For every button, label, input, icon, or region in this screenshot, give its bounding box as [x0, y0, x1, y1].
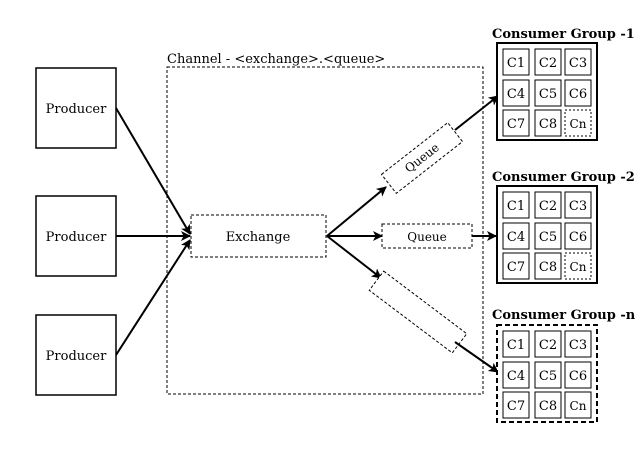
- queue-1: Queue: [380, 121, 464, 195]
- consumer-label: C3: [569, 56, 587, 71]
- consumer-group-2-title: Consumer Group -2: [492, 170, 635, 185]
- consumer-label: C8: [539, 399, 557, 414]
- consumer-label: C2: [539, 199, 557, 214]
- consumer-cell: [502, 109, 530, 137]
- consumer-cell: [534, 191, 562, 219]
- consumer-cell-dashed: [564, 252, 592, 280]
- consumer-cell: [502, 252, 530, 280]
- producer-label-3: Producer: [46, 349, 107, 364]
- consumer-cell: [564, 79, 592, 107]
- consumer-label: C8: [539, 117, 557, 132]
- consumer-label: Cn: [570, 117, 587, 131]
- consumer-cell: [564, 191, 592, 219]
- arrow-queue3-groupn: [454, 341, 499, 373]
- channel-label: Channel - <exchange>.<queue>: [167, 52, 385, 67]
- consumer-cell: [534, 252, 562, 280]
- consumer-cell: [564, 330, 592, 358]
- queue-2-label: Queue: [407, 230, 447, 244]
- arrow-queue1-group1: [454, 95, 499, 131]
- producer-box-2: [35, 195, 117, 277]
- consumer-cell: [564, 48, 592, 76]
- consumer-label: C7: [507, 260, 525, 275]
- consumer-label: C7: [507, 117, 525, 132]
- producer-label-1: Producer: [46, 102, 107, 117]
- consumer-label: C5: [539, 369, 557, 384]
- producer-label-2: Producer: [46, 230, 107, 245]
- consumer-label: C4: [507, 230, 525, 245]
- consumer-cell: [502, 48, 530, 76]
- consumer-label: C2: [539, 56, 557, 71]
- consumer-cell: [534, 109, 562, 137]
- arrow-exchange-queue1: [326, 186, 387, 237]
- consumer-cell: [564, 361, 592, 389]
- consumer-cell: [534, 391, 562, 419]
- consumer-label: C4: [507, 87, 525, 102]
- consumer-cell: [534, 361, 562, 389]
- queue-2: [381, 223, 473, 249]
- exchange-label: Exchange: [226, 230, 291, 245]
- consumer-cell: [564, 391, 592, 419]
- consumer-label: C6: [569, 87, 587, 102]
- consumer-label: C3: [569, 199, 587, 214]
- consumer-label: C3: [569, 338, 587, 353]
- consumer-cell: [534, 48, 562, 76]
- consumer-cell: [502, 191, 530, 219]
- consumer-label: C6: [569, 230, 587, 245]
- consumer-cell: [534, 222, 562, 250]
- consumer-cell: [534, 79, 562, 107]
- consumer-cell-dashed: [564, 109, 592, 137]
- consumer-label: C4: [507, 369, 525, 384]
- consumer-label: C1: [507, 338, 525, 353]
- consumer-cell: [502, 361, 530, 389]
- consumer-label: C1: [507, 199, 525, 214]
- consumer-label: C2: [539, 338, 557, 353]
- consumer-label: C5: [539, 230, 557, 245]
- consumer-cell: [534, 330, 562, 358]
- exchange-box: [190, 214, 327, 258]
- queue-3: [368, 270, 468, 354]
- consumer-cell: [564, 222, 592, 250]
- arrow-exchange-queue3: [326, 235, 382, 279]
- arrow-producer3-exchange: [115, 239, 191, 356]
- consumer-group-n-grid: C1 C2 C3 C4 C5 C6 C7 C8 Cn: [502, 330, 592, 419]
- consumer-cell: [502, 222, 530, 250]
- consumer-label: Cn: [570, 260, 587, 274]
- consumer-group-2-grid: C1 C2 C3 C4 C5 C6 C7 C8 Cn: [502, 191, 592, 280]
- consumer-label: Cn: [570, 399, 587, 413]
- consumer-group-1-title: Consumer Group -1: [492, 27, 635, 42]
- consumer-label: C8: [539, 260, 557, 275]
- consumer-cell: [502, 330, 530, 358]
- consumer-cell: [502, 79, 530, 107]
- producer-box-3: [35, 314, 117, 396]
- consumer-group-n-title: Consumer Group -n: [492, 308, 636, 323]
- arrow-producer1-exchange: [115, 107, 191, 235]
- consumer-label: C1: [507, 56, 525, 71]
- consumer-group-1-grid: C1 C2 C3 C4 C5 C6 C7 C8 Cn: [502, 48, 592, 137]
- channel-box: [166, 66, 484, 395]
- consumer-label: C6: [569, 369, 587, 384]
- consumer-label: C5: [539, 87, 557, 102]
- consumer-cell: [502, 391, 530, 419]
- consumer-label: C7: [507, 399, 525, 414]
